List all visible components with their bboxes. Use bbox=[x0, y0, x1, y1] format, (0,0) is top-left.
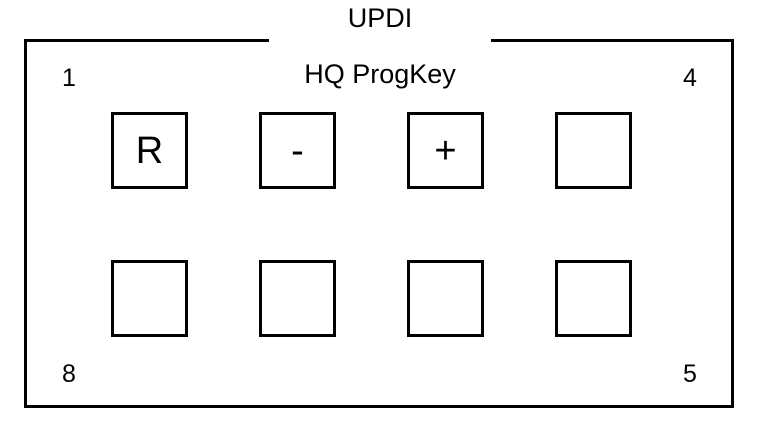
pin-label-top-left: 1 bbox=[62, 64, 76, 92]
board-outline bbox=[24, 39, 734, 408]
key-row2-col2[interactable] bbox=[259, 260, 336, 337]
pin-label-bottom-right: 5 bbox=[683, 360, 697, 388]
key-row2-col1[interactable] bbox=[111, 260, 188, 337]
connector-gap bbox=[269, 34, 491, 48]
pin-label-top-right: 4 bbox=[683, 64, 697, 92]
board-title: HQ ProgKey bbox=[304, 59, 456, 89]
connector-label: UPDI bbox=[347, 3, 413, 33]
key-row1-col4[interactable] bbox=[555, 112, 632, 189]
key-reset[interactable]: R bbox=[111, 112, 188, 189]
pin-label-bottom-left: 8 bbox=[62, 360, 76, 388]
key-minus[interactable]: - bbox=[259, 112, 336, 189]
key-row2-col3[interactable] bbox=[407, 260, 484, 337]
key-plus[interactable]: + bbox=[407, 112, 484, 189]
key-row2-col4[interactable] bbox=[555, 260, 632, 337]
